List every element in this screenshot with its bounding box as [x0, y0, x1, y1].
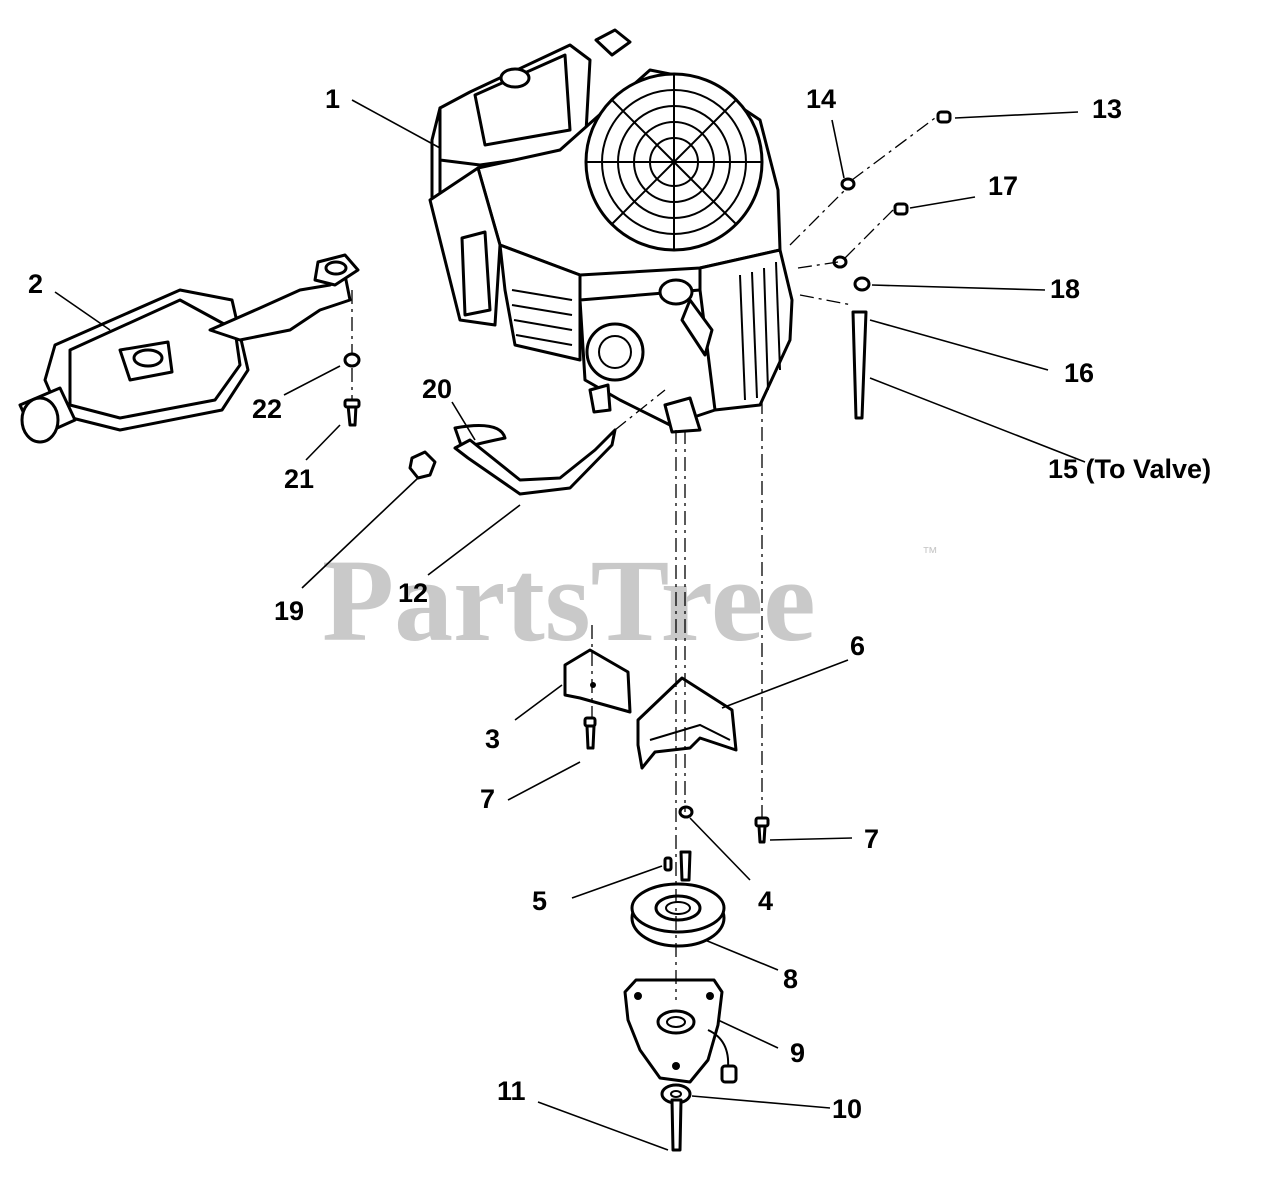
- callout-10: 10: [832, 1094, 862, 1124]
- callout-13: 13: [1092, 94, 1122, 124]
- watermark-trademark: ™: [922, 545, 938, 562]
- bracket-part-3: [563, 648, 632, 714]
- callout-2: 2: [28, 269, 43, 299]
- callout-22: 22: [252, 394, 282, 424]
- callout-6: 6: [850, 631, 865, 661]
- clutch-part-9: [623, 978, 738, 1152]
- callout-7-right: 7: [864, 824, 879, 854]
- callout-4: 4: [758, 886, 773, 916]
- callout-5: 5: [532, 886, 547, 916]
- callout-11: 11: [497, 1076, 526, 1106]
- watermark-text: PartsTree: [322, 535, 816, 666]
- callout-21: 21: [284, 464, 314, 494]
- callout-1: 1: [325, 84, 340, 114]
- callout-15: 15 (To Valve): [1048, 454, 1211, 484]
- hardware-small-parts: [343, 110, 952, 882]
- callout-17: 17: [988, 171, 1018, 201]
- callout-19: 19: [274, 596, 304, 626]
- callout-20: 20: [422, 374, 452, 404]
- callout-14: 14: [806, 84, 836, 114]
- leader-lines: [54, 99, 1086, 1151]
- engine-illustration: [428, 28, 794, 434]
- assembly-lines: [351, 117, 936, 1000]
- callout-8: 8: [783, 964, 798, 994]
- callout-16: 16: [1064, 358, 1094, 388]
- shield-part-6: [636, 676, 738, 770]
- callout-7-left: 7: [480, 784, 495, 814]
- callout-18: 18: [1050, 274, 1080, 304]
- pulley-part-8: [630, 882, 726, 948]
- muffler-illustration: [18, 253, 360, 444]
- callout-9: 9: [790, 1038, 805, 1068]
- callout-labels: 1 2 3 4 5 6 7 7 8 9 10 11 12 13 14 15 (T…: [28, 84, 1211, 1124]
- callout-3: 3: [485, 724, 500, 754]
- callout-12: 12: [398, 578, 428, 608]
